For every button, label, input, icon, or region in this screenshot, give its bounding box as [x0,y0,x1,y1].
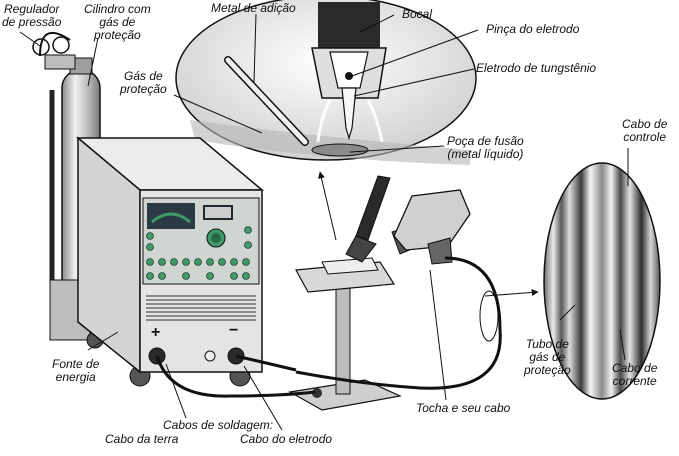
work-table [288,257,402,411]
label-cabo-terra: Cabo da terra [105,432,179,446]
label-pinca: Pinça do eletrodo [486,22,580,36]
torch-detail-zoom [175,0,477,165]
label-eletrodo: Eletrodo de tungstênio [476,61,597,75]
label-poca-fusao: Poça de fusão(metal líquido) [447,134,524,161]
label-tocha: Tocha e seu cabo [416,401,511,415]
label-cabos-soldagem: Cabos de soldagem: [163,418,274,432]
negative-terminal-sign: − [229,322,239,339]
power-source [75,136,265,374]
cable-cross-section-zoom [543,162,661,400]
leader-lines [19,13,629,431]
positive-terminal-sign: + [151,324,161,341]
label-bocal: Bocal [402,7,433,21]
torch-and-glove [345,175,471,265]
cables [39,31,502,398]
label-cabo-eletrodo: Cabo do eletrodo [240,432,333,446]
label-metal-adicao: Metal de adição [211,1,296,15]
